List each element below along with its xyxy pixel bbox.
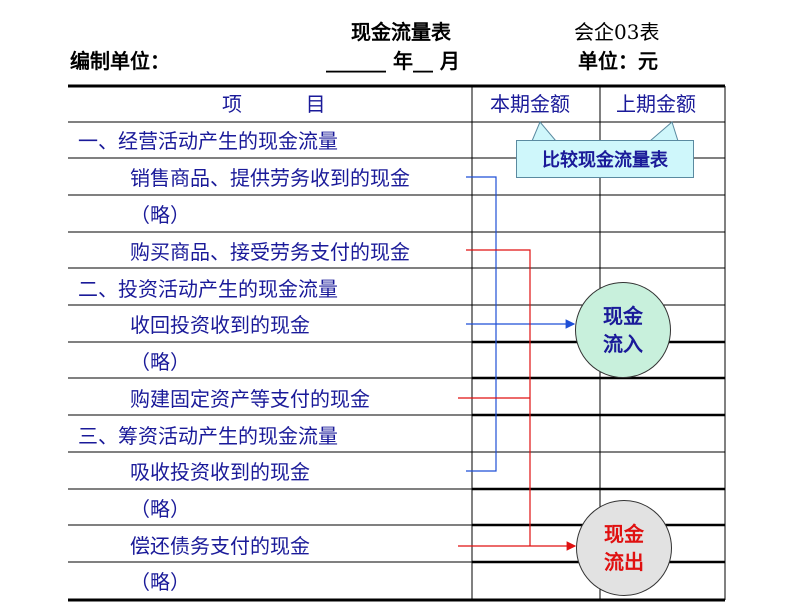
inflow-line1: 现金 (603, 304, 643, 328)
inflow-connectors (466, 176, 576, 472)
cash-inflow-circle: 现金 流入 (575, 282, 671, 378)
prepared-by-label: 编制单位： (70, 49, 170, 73)
form-code: 会企03表 (574, 20, 660, 44)
callout-pointer-current (531, 121, 558, 142)
row-item: 收回投资收到的现金 (130, 313, 310, 337)
unit-label: 单位：元 (578, 49, 658, 73)
row-item: 吸收投资收到的现金 (130, 460, 310, 484)
cash-outflow-circle: 现金 流出 (576, 500, 672, 596)
compare-cashflow-callout: 比较现金流量表 (516, 140, 694, 178)
row-item: 购买商品、接受劳务支付的现金 (130, 240, 410, 264)
row-section-financing: 三、筹资活动产生的现金流量 (78, 424, 338, 448)
callout-label: 比较现金流量表 (542, 150, 668, 171)
col-header-previous: 上期金额 (616, 92, 696, 116)
callout-pointer-previous (648, 121, 679, 142)
row-item: （略） (130, 203, 190, 227)
row-item: （略） (130, 350, 190, 374)
row-item: （略） (130, 570, 190, 594)
row-section-operating: 一、经营活动产生的现金流量 (78, 129, 338, 153)
date-blank: ______ 年__ 月 (326, 49, 460, 73)
row-item: 购建固定资产等支付的现金 (130, 387, 370, 411)
row-item: 偿还债务支付的现金 (130, 534, 310, 558)
col-header-current: 本期金额 (490, 92, 570, 116)
inflow-line2: 流入 (603, 332, 643, 356)
outflow-connectors (458, 249, 577, 551)
row-item: 销售商品、提供劳务收到的现金 (130, 166, 410, 190)
col-header-item: 项 目 (222, 92, 326, 116)
row-section-investing: 二、投资活动产生的现金流量 (78, 277, 338, 301)
report-title: 现金流量表 (351, 20, 451, 44)
row-item: （略） (130, 497, 190, 521)
outflow-line1: 现金 (604, 522, 644, 546)
outflow-line2: 流出 (604, 550, 644, 574)
